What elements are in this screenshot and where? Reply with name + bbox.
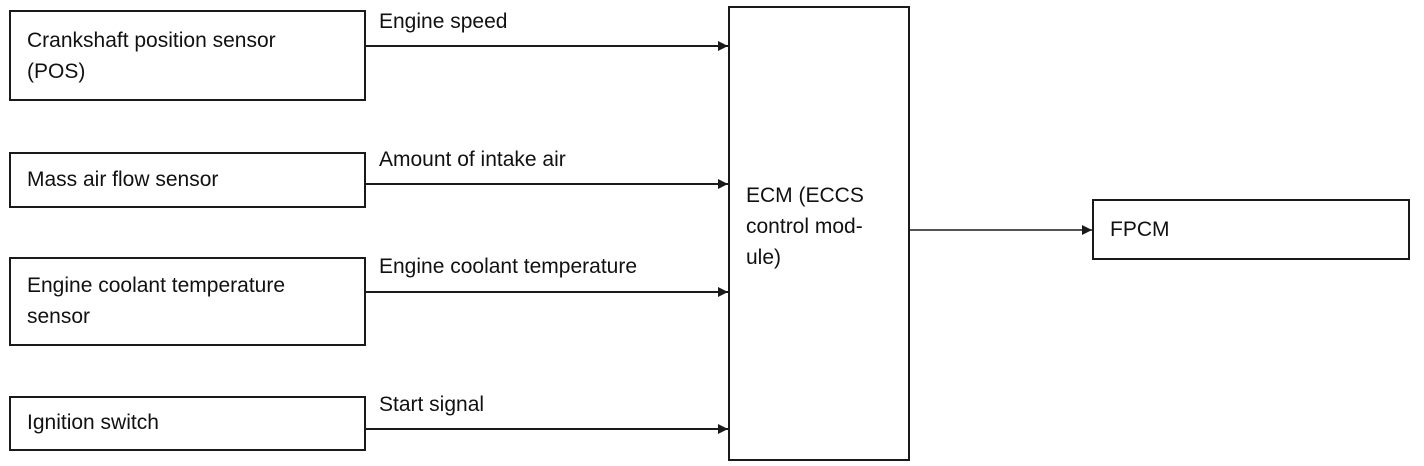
box-crankshaft-position-sensor-text: Crankshaft position sensor (POS) (27, 29, 276, 83)
box-engine-coolant-temperature-sensor-text: Engine coolant temperature sensor (27, 274, 285, 328)
box-fpcm: FPCM (1092, 199, 1410, 260)
label-engine-coolant-temperature: Engine coolant temperature (379, 255, 637, 278)
box-mass-air-flow-sensor-text: Mass air flow sensor (27, 168, 219, 191)
label-amount-of-intake-air: Amount of intake air (379, 148, 566, 171)
label-engine-speed: Engine speed (379, 10, 508, 33)
box-mass-air-flow-sensor: Mass air flow sensor (9, 152, 366, 208)
box-engine-coolant-temperature-sensor: Engine coolant temperature sensor (9, 257, 366, 346)
box-ecm-text: ECM (ECCS control mod- ule) (746, 184, 864, 269)
box-fpcm-text: FPCM (1110, 218, 1170, 241)
box-ignition-switch-text: Ignition switch (27, 411, 159, 434)
box-ignition-switch: Ignition switch (9, 396, 366, 451)
label-start-signal: Start signal (379, 393, 485, 416)
box-crankshaft-position-sensor: Crankshaft position sensor (POS) (9, 10, 366, 101)
box-ecm: ECM (ECCS control mod- ule) (728, 6, 910, 461)
